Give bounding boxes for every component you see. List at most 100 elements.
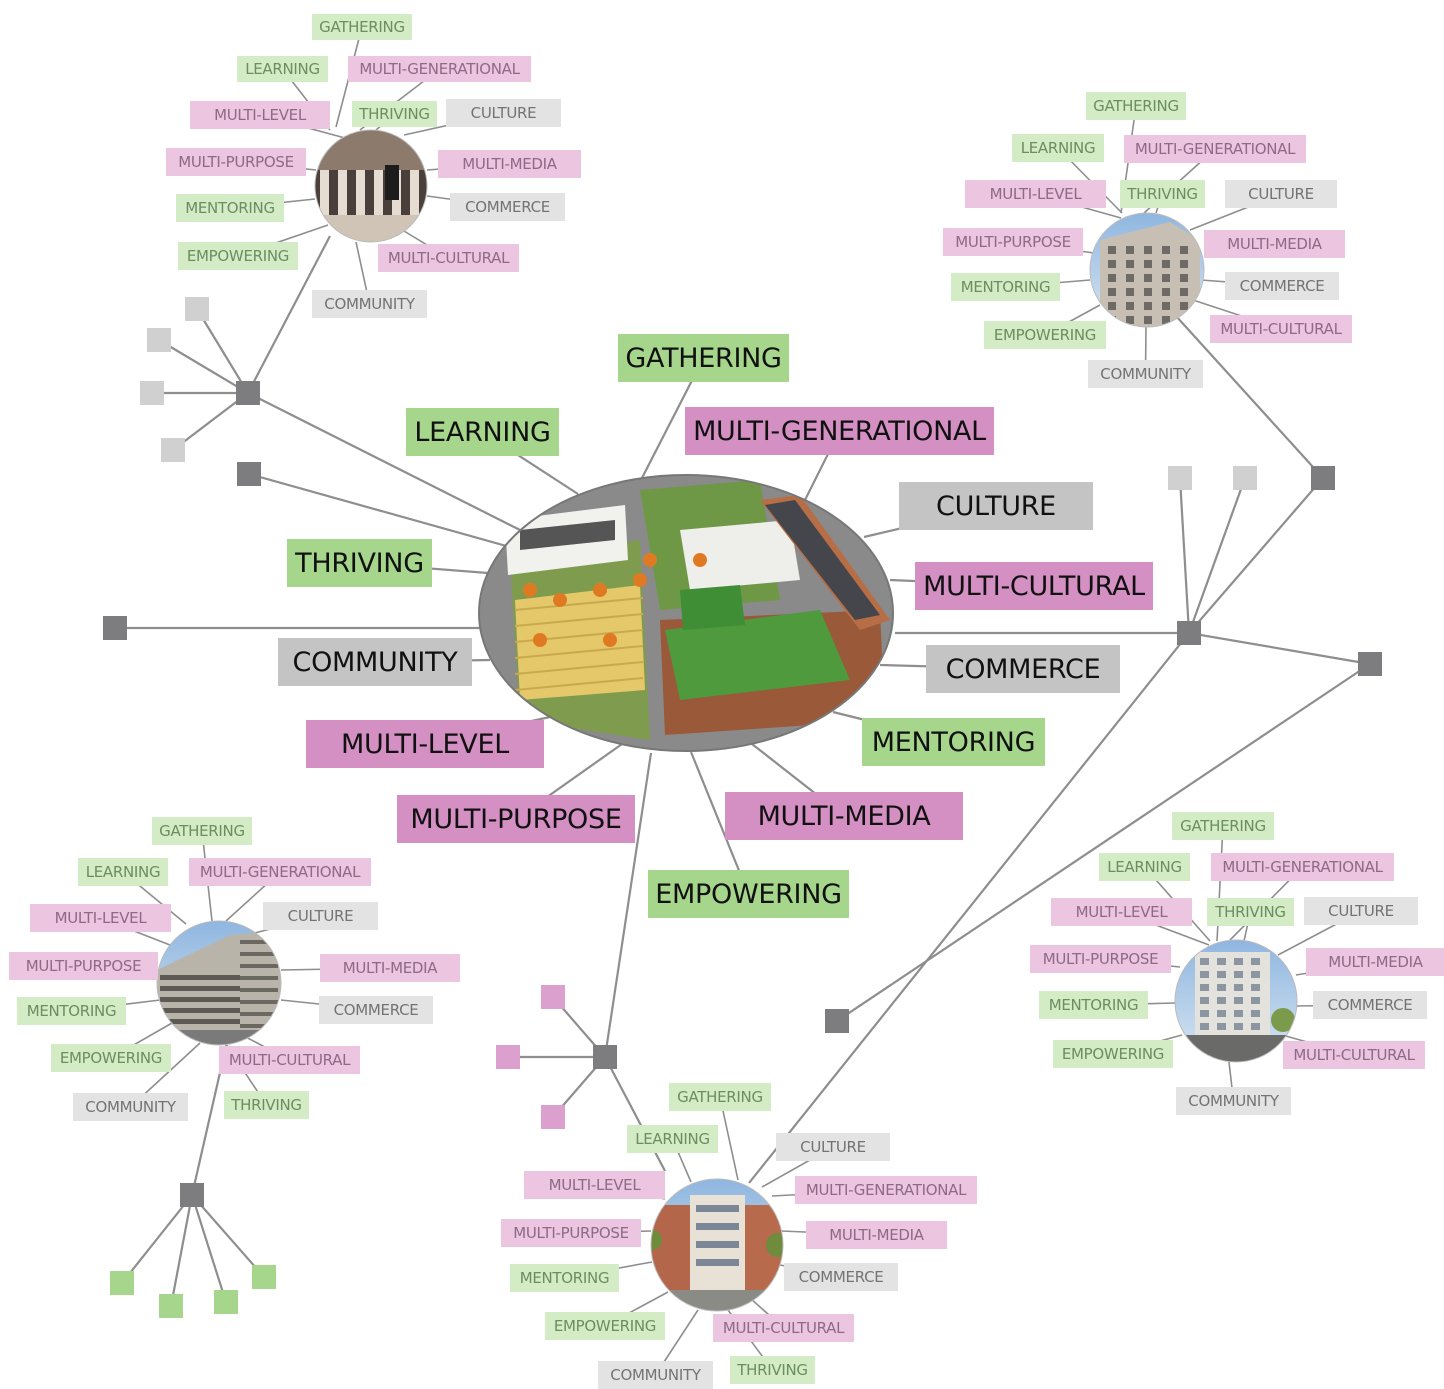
concept-label-mentoring: MENTORING bbox=[862, 718, 1045, 766]
connector-line bbox=[748, 632, 1190, 1184]
connector-line bbox=[1175, 315, 1324, 479]
connector-line bbox=[1178, 477, 1191, 634]
concept-label-mentoring: MENTORING bbox=[510, 1264, 619, 1292]
junction-node bbox=[161, 438, 185, 462]
concept-label-learning: LEARNING bbox=[78, 858, 168, 886]
connector-line bbox=[191, 1194, 265, 1278]
apartment-tower-photo bbox=[1175, 940, 1297, 1062]
concept-label-multi-generational: MULTI-GENERATIONAL bbox=[1124, 135, 1306, 163]
concept-label-empowering: EMPOWERING bbox=[51, 1044, 171, 1072]
concept-label-multi-level: MULTI-LEVEL bbox=[306, 720, 544, 768]
concept-label-culture: CULTURE bbox=[263, 902, 378, 930]
concept-label-community: COMMUNITY bbox=[278, 638, 472, 686]
junction-nodes bbox=[103, 297, 1382, 1318]
connector-line bbox=[158, 339, 249, 394]
junction-node bbox=[1233, 466, 1257, 490]
junction-node bbox=[1177, 621, 1201, 645]
concept-label-multi-level: MULTI-LEVEL bbox=[30, 904, 171, 932]
concept-label-commerce: COMMERCE bbox=[450, 193, 565, 221]
concept-label-multi-purpose: MULTI-PURPOSE bbox=[166, 148, 306, 176]
concept-label-commerce: COMMERCE bbox=[926, 645, 1120, 693]
concept-label-thriving: THRIVING bbox=[1207, 898, 1294, 926]
concept-label-empowering: EMPOWERING bbox=[1053, 1040, 1173, 1068]
concept-label-culture: CULTURE bbox=[776, 1133, 890, 1161]
concept-label-multi-media: MULTI-MEDIA bbox=[806, 1221, 947, 1249]
concept-label-mentoring: MENTORING bbox=[1039, 991, 1148, 1019]
concept-label-culture: CULTURE bbox=[446, 99, 561, 127]
concept-label-empowering: EMPOWERING bbox=[545, 1312, 665, 1340]
parking-structure-photo bbox=[157, 921, 281, 1045]
concept-label-multi-cultural: MULTI-CULTURAL bbox=[219, 1046, 360, 1074]
concept-label-multi-level: MULTI-LEVEL bbox=[190, 101, 330, 129]
connector-line bbox=[247, 392, 521, 531]
junction-node bbox=[825, 1009, 849, 1033]
junction-node bbox=[252, 1265, 276, 1289]
connector-line bbox=[248, 472, 511, 549]
junction-node bbox=[147, 328, 171, 352]
junction-node bbox=[140, 381, 164, 405]
concept-label-mentoring: MENTORING bbox=[176, 194, 284, 222]
concept-label-gathering: GATHERING bbox=[152, 817, 252, 845]
junction-node bbox=[593, 1045, 617, 1069]
connector-line bbox=[604, 1056, 666, 1172]
concept-label-multi-cultural: MULTI-CULTURAL bbox=[915, 562, 1153, 610]
stone-building-photo bbox=[1090, 213, 1204, 327]
concept-label-learning: LEARNING bbox=[627, 1125, 718, 1153]
concept-label-gathering: GATHERING bbox=[312, 14, 412, 40]
concept-label-multi-level: MULTI-LEVEL bbox=[1051, 898, 1192, 926]
connector-line bbox=[603, 752, 653, 1058]
concept-label-culture: CULTURE bbox=[899, 482, 1093, 530]
connector-line bbox=[169, 1194, 194, 1307]
concept-label-empowering: EMPOWERING bbox=[984, 321, 1106, 349]
concept-label-mentoring: MENTORING bbox=[17, 997, 126, 1025]
junction-node bbox=[214, 1290, 238, 1314]
concept-label-multi-cultural: MULTI-CULTURAL bbox=[1283, 1041, 1425, 1069]
concept-label-multi-cultural: MULTI-CULTURAL bbox=[378, 244, 519, 272]
concept-label-commerce: COMMERCE bbox=[1313, 991, 1427, 1019]
junction-node bbox=[180, 1183, 204, 1207]
concept-label-gathering: GATHERING bbox=[669, 1083, 771, 1111]
concept-label-multi-purpose: MULTI-PURPOSE bbox=[9, 952, 158, 980]
aerial-site-model bbox=[479, 475, 893, 751]
connector-line bbox=[121, 1194, 193, 1284]
concept-label-commerce: COMMERCE bbox=[1225, 272, 1339, 300]
concept-label-multi-generational: MULTI-GENERATIONAL bbox=[685, 407, 994, 455]
concept-label-thriving: THRIVING bbox=[224, 1091, 309, 1119]
concept-label-thriving: THRIVING bbox=[287, 539, 432, 587]
concept-label-thriving: THRIVING bbox=[352, 101, 437, 127]
junction-node bbox=[237, 462, 261, 486]
concept-label-multi-purpose: MULTI-PURPOSE bbox=[1030, 945, 1171, 973]
concept-label-learning: LEARNING bbox=[1012, 134, 1104, 162]
concept-label-mentoring: MENTORING bbox=[951, 273, 1060, 301]
concept-label-community: COMMUNITY bbox=[73, 1093, 188, 1121]
concept-label-multi-purpose: MULTI-PURPOSE bbox=[501, 1219, 641, 1247]
connector-line bbox=[836, 663, 1371, 1022]
junction-node bbox=[103, 616, 127, 640]
concept-label-multi-media: MULTI-MEDIA bbox=[1306, 948, 1444, 976]
concept-label-empowering: EMPOWERING bbox=[178, 242, 298, 270]
concept-label-multi-media: MULTI-MEDIA bbox=[438, 150, 581, 178]
junction-node bbox=[236, 381, 260, 405]
hub-photos bbox=[156, 129, 1298, 1312]
concept-label-multi-media: MULTI-MEDIA bbox=[320, 954, 460, 982]
concept-label-multi-media: MULTI-MEDIA bbox=[1204, 230, 1345, 258]
junction-node bbox=[541, 985, 565, 1009]
concept-label-commerce: COMMERCE bbox=[319, 996, 433, 1024]
concept-label-multi-generational: MULTI-GENERATIONAL bbox=[189, 858, 371, 886]
concept-label-community: COMMUNITY bbox=[1088, 360, 1203, 388]
junction-node bbox=[541, 1105, 565, 1129]
concept-label-multi-cultural: MULTI-CULTURAL bbox=[1210, 315, 1352, 343]
concept-label-culture: CULTURE bbox=[1225, 180, 1337, 208]
concept-label-multi-level: MULTI-LEVEL bbox=[524, 1171, 665, 1199]
concept-label-multi-media: MULTI-MEDIA bbox=[725, 792, 963, 840]
connector-line bbox=[247, 235, 331, 394]
junction-node bbox=[1358, 652, 1382, 676]
concept-label-multi-purpose: MULTI-PURPOSE bbox=[397, 795, 635, 843]
concept-label-culture: CULTURE bbox=[1304, 897, 1418, 925]
concept-label-gathering: GATHERING bbox=[618, 334, 789, 382]
connector-line bbox=[1188, 631, 1371, 666]
concept-label-thriving: THRIVING bbox=[730, 1356, 815, 1384]
concept-label-multi-level: MULTI-LEVEL bbox=[965, 180, 1106, 208]
concept-label-gathering: GATHERING bbox=[1086, 92, 1186, 120]
